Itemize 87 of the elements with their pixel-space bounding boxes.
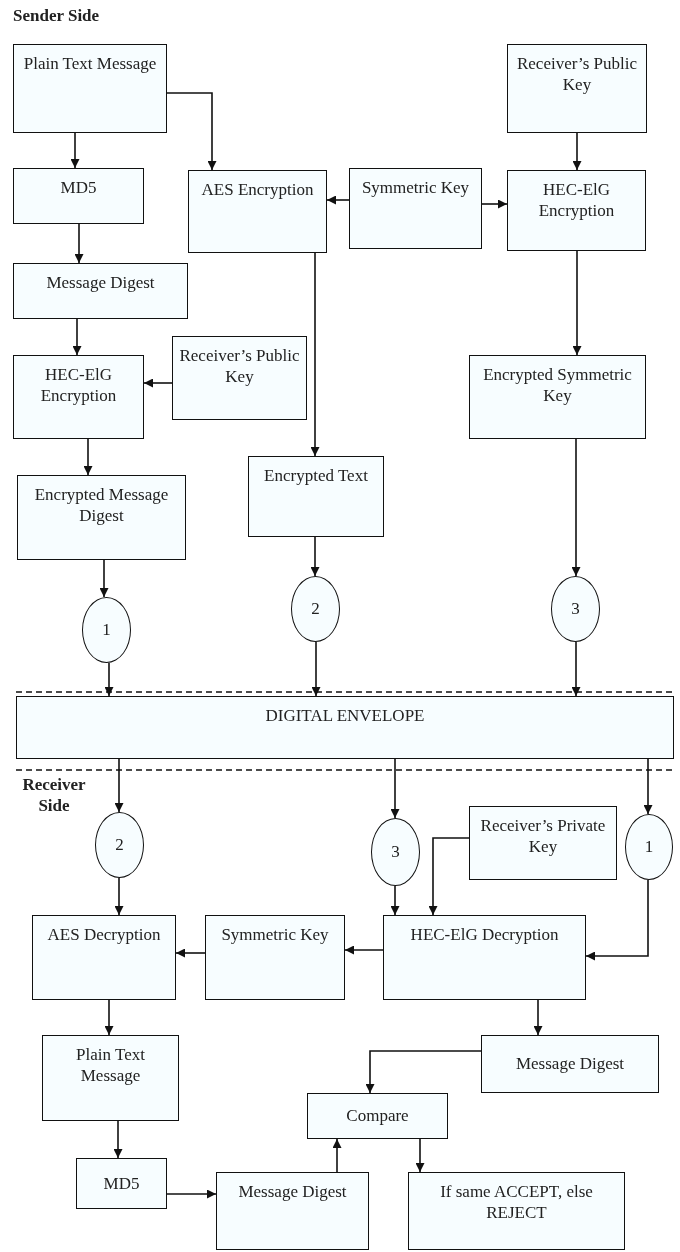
- process-box: [172, 336, 307, 420]
- arrow: [166, 1189, 217, 1199]
- arrow: [114, 877, 124, 916]
- node-label: Symmetric Key: [221, 924, 329, 946]
- arrow: [572, 250, 582, 356]
- process-box: [42, 1035, 179, 1121]
- process-box: [13, 44, 167, 133]
- process-box: [216, 1172, 369, 1250]
- node-label: HEC-ElG Encryption: [39, 364, 118, 407]
- arrow: [344, 945, 384, 955]
- section-heading: Receiver Side: [21, 774, 87, 817]
- arrow: [143, 378, 173, 388]
- arrow: [104, 662, 114, 697]
- node-label: 1: [102, 619, 111, 641]
- arrow: [326, 195, 350, 205]
- arrow: [175, 948, 206, 958]
- process-box: [13, 263, 188, 319]
- arrow: [83, 438, 93, 476]
- node-label: Receiver’s Public Key: [178, 345, 301, 388]
- node-label: HEC-ElG Decryption: [410, 924, 559, 946]
- process-box: [32, 915, 176, 1000]
- process-box: [481, 1035, 659, 1093]
- arrow: [99, 559, 109, 598]
- arrow: [481, 199, 508, 209]
- process-box: [16, 696, 674, 759]
- arrow: [390, 885, 400, 916]
- node-label: AES Decryption: [47, 924, 161, 946]
- node-label: DIGITAL ENVELOPE: [265, 705, 425, 727]
- node-label: Symmetric Key: [361, 177, 470, 199]
- node-label: 2: [115, 834, 124, 856]
- process-box: [188, 170, 327, 253]
- arrow: [74, 223, 84, 264]
- node-label: If same ACCEPT, else REJECT: [439, 1181, 594, 1224]
- arrow: [533, 999, 543, 1036]
- node-label: 2: [311, 598, 320, 620]
- arrow: [428, 837, 470, 916]
- process-box: [248, 456, 384, 537]
- arrow: [311, 641, 321, 697]
- process-box: [13, 355, 144, 439]
- arrow: [571, 438, 581, 577]
- arrow: [166, 92, 217, 171]
- node-label: Compare: [346, 1105, 409, 1127]
- node-label: Plain Text Message: [75, 1044, 146, 1087]
- arrow: [310, 252, 320, 457]
- node-label: Encrypted Message Digest: [33, 484, 170, 527]
- process-box: [76, 1158, 167, 1209]
- process-box: [205, 915, 345, 1000]
- process-box: [469, 806, 617, 880]
- node-label: HEC-ElG Encryption: [537, 179, 616, 222]
- process-box: [507, 44, 647, 133]
- arrow: [585, 879, 649, 961]
- process-box: [469, 355, 646, 439]
- process-box: [13, 168, 144, 224]
- arrow: [572, 132, 582, 171]
- arrow: [70, 132, 80, 169]
- node-label: Message Digest: [46, 272, 155, 294]
- node-label: MD5: [60, 177, 97, 199]
- node-label: Message Digest: [515, 1053, 625, 1075]
- node-label: Encrypted Text: [264, 465, 368, 487]
- arrow: [332, 1138, 342, 1173]
- arrow: [415, 1138, 425, 1173]
- arrow: [72, 318, 82, 356]
- node-label: Plain Text Message: [23, 53, 157, 75]
- section-heading: Sender Side: [13, 5, 100, 27]
- process-box: [383, 915, 586, 1000]
- arrow: [114, 758, 124, 813]
- node-label: AES Encryption: [201, 179, 314, 201]
- arrow: [643, 758, 653, 815]
- process-box: [17, 475, 186, 560]
- process-box: [349, 168, 482, 249]
- arrow: [365, 1050, 482, 1094]
- arrow: [310, 536, 320, 577]
- arrow: [113, 1120, 123, 1159]
- process-box: [408, 1172, 625, 1250]
- arrow: [104, 999, 114, 1036]
- process-box: [507, 170, 646, 251]
- node-label: Message Digest: [238, 1181, 347, 1203]
- arrow: [390, 758, 400, 819]
- node-label: 3: [391, 841, 400, 863]
- process-box: [307, 1093, 448, 1139]
- node-label: 1: [644, 836, 654, 858]
- node-label: 3: [571, 598, 580, 620]
- node-label: Receiver’s Private Key: [479, 815, 607, 858]
- arrow: [571, 641, 581, 697]
- node-label: Encrypted Symmetric Key: [482, 364, 633, 407]
- node-label: Receiver’s Public Key: [515, 53, 639, 96]
- node-label: MD5: [103, 1172, 140, 1195]
